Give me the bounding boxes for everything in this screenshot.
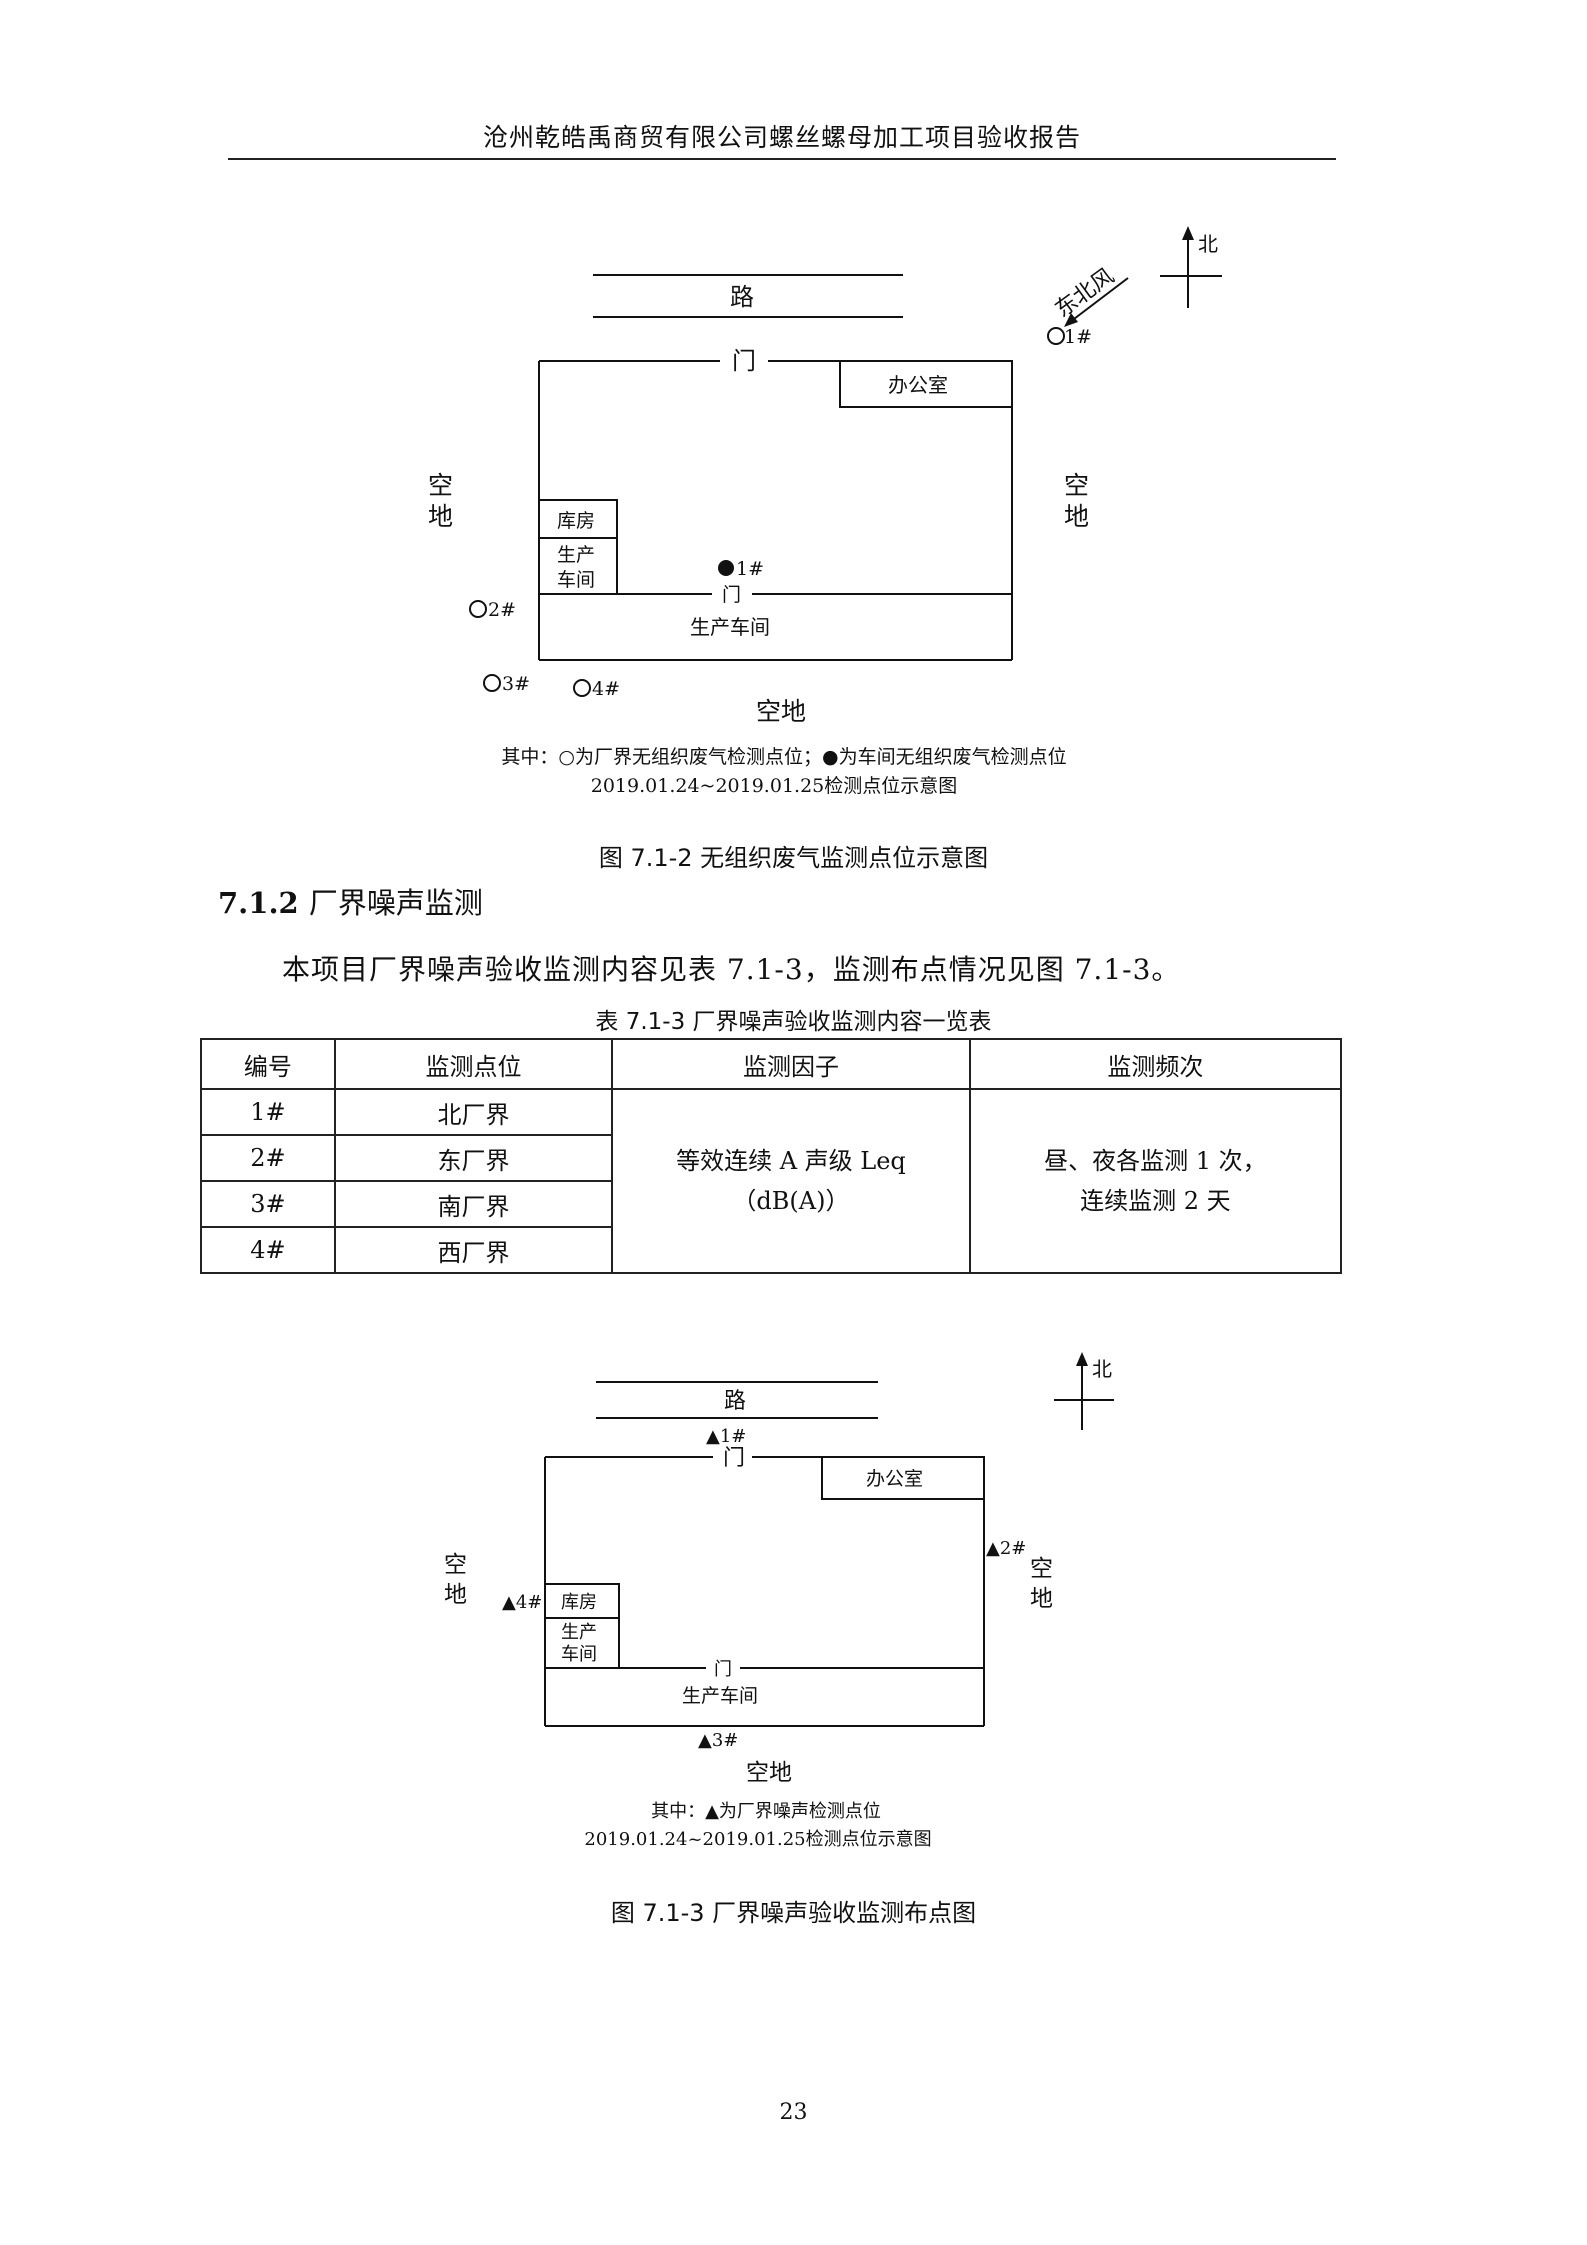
point-2-marker	[469, 600, 487, 618]
point-1-outer-marker	[1047, 327, 1065, 345]
factor-line-2: （dB(A)）	[732, 1187, 850, 1215]
frequency-line-1: 昼、夜各监测 1 次，	[1044, 1147, 1267, 1175]
section-heading: 7.1.2 厂界噪声监测	[218, 880, 483, 922]
figure1-date-note: 2019.01.24~2019.01.25检测点位示意图	[591, 775, 958, 797]
open-south: 空地	[746, 1760, 792, 1786]
table-row: 3# 南厂界	[200, 1180, 1341, 1228]
workshop-label: 生产车间	[682, 1685, 758, 1707]
open-west-1: 空	[444, 1552, 467, 1578]
point-4-marker	[573, 679, 591, 697]
point-4-label: ▲4#	[502, 1592, 542, 1613]
point-2-label: 2#	[488, 599, 516, 621]
frequency-line-2: 连续监测 2 天	[1080, 1187, 1231, 1215]
point-3-label: ▲3#	[698, 1730, 738, 1751]
open-east-2: 地	[1064, 502, 1089, 531]
point-1-inner-label: 1#	[736, 558, 764, 580]
north-arrow-icon	[1054, 1352, 1114, 1430]
point-1-label: ▲1#	[706, 1426, 746, 1447]
page-header-title: 沧州乾皓禹商贸有限公司螺丝螺母加工项目验收报告	[482, 123, 1081, 152]
table-row: 4# 西厂界	[200, 1226, 1341, 1274]
point-1-outer-label: 1#	[1064, 326, 1092, 348]
cell-location: 西厂界	[333, 1226, 614, 1274]
office-label: 办公室	[866, 1468, 923, 1490]
cell-id: 1#	[200, 1088, 336, 1136]
open-west-2: 地	[428, 502, 453, 531]
cell-id: 4#	[200, 1226, 336, 1274]
small-workshop-label-2: 车间	[561, 1644, 597, 1665]
workshop-label: 生产车间	[690, 615, 770, 639]
open-east-2: 地	[1030, 1586, 1053, 1612]
cell-location: 南厂界	[333, 1180, 614, 1228]
cell-location: 北厂界	[333, 1088, 614, 1136]
north-label: 北	[1092, 1357, 1112, 1381]
road-label: 路	[724, 1389, 746, 1414]
table-row: 2# 东厂界	[200, 1134, 1341, 1182]
table-caption: 表 7.1-3 厂界噪声验收监测内容一览表	[595, 1009, 992, 1035]
point-2-label: ▲2#	[986, 1538, 1026, 1559]
office-box	[839, 360, 1013, 408]
warehouse-label: 库房	[561, 1592, 597, 1613]
open-west-1: 空	[428, 471, 453, 500]
figure1-caption: 图 7.1-2 无组织废气监测点位示意图	[598, 844, 989, 872]
header-id: 编号	[200, 1038, 336, 1090]
open-east-1: 空	[1030, 1556, 1053, 1582]
factor-line-1: 等效连续 A 声级 Leq	[676, 1147, 906, 1175]
road-label: 路	[730, 283, 754, 311]
small-workshop-label-2: 车间	[557, 569, 595, 591]
point-4-label: 4#	[592, 678, 620, 700]
gate-label: 门	[723, 1446, 745, 1471]
header-frequency: 监测频次	[968, 1038, 1343, 1090]
inner-gate-label: 门	[722, 584, 741, 606]
north-arrow-icon	[1160, 226, 1222, 308]
page-number: 23	[779, 2100, 808, 2125]
cell-location: 东厂界	[333, 1134, 614, 1182]
gate-label: 门	[732, 347, 756, 375]
open-south: 空地	[756, 697, 806, 726]
monitoring-table: 编号 监测点位 监测因子 监测频次 1# 北厂界 等效连续 A 声级 Leq （…	[200, 1038, 1343, 1274]
figure2-caption: 图 7.1-3 厂界噪声验收监测布点图	[610, 1899, 977, 1927]
header-location: 监测点位	[333, 1038, 614, 1090]
cell-id: 3#	[200, 1180, 336, 1228]
small-workshop-label-1: 生产	[557, 544, 595, 566]
header-rule	[228, 158, 1336, 160]
point-3-label: 3#	[502, 673, 530, 695]
warehouse-label: 库房	[557, 510, 595, 532]
wind-arrow-icon	[1064, 277, 1129, 327]
figure1-legend: 其中：○为厂界无组织废气检测点位；●为车间无组织废气检测点位	[501, 746, 1066, 768]
point-1-inner-marker	[718, 560, 734, 576]
section-title: 厂界噪声监测	[308, 886, 483, 920]
cell-frequency: 昼、夜各监测 1 次， 连续监测 2 天	[968, 1088, 1343, 1274]
figure-fugitive-gas-points: 北 东北风 1# 路 门 办公室 库房 生产 车间 门 生产车间 1# 2# 3…	[428, 226, 1222, 797]
header-factor: 监测因子	[611, 1038, 971, 1090]
cell-id: 2#	[200, 1134, 336, 1182]
point-3-marker	[483, 674, 501, 692]
figure2-legend: 其中：▲为厂界噪声检测点位	[651, 1801, 881, 1822]
figure-noise-points: 北 路 ▲1# 门 办公室 库房 生产 车间 门 生产车间 ▲2# ▲4# ▲3…	[444, 1352, 1114, 1850]
open-west-2: 地	[444, 1582, 467, 1608]
figure2-date-note: 2019.01.24~2019.01.25检测点位示意图	[584, 1829, 931, 1850]
section-number: 7.1.2	[218, 886, 299, 920]
small-workshop-label-1: 生产	[561, 1622, 597, 1643]
cell-factor: 等效连续 A 声级 Leq （dB(A)）	[611, 1088, 971, 1274]
inner-gate-label: 门	[714, 1659, 732, 1680]
office-box	[821, 1456, 985, 1500]
open-east-1: 空	[1064, 471, 1089, 500]
table-header-row: 编号 监测点位 监测因子 监测频次	[200, 1038, 1343, 1090]
table-row: 1# 北厂界 等效连续 A 声级 Leq （dB(A)） 昼、夜各监测 1 次，…	[200, 1088, 1343, 1274]
north-label: 北	[1198, 232, 1218, 256]
office-label: 办公室	[888, 373, 948, 397]
body-paragraph: 本项目厂界噪声验收监测内容见表 7.1-3，监测布点情况见图 7.1-3。	[282, 953, 1181, 986]
